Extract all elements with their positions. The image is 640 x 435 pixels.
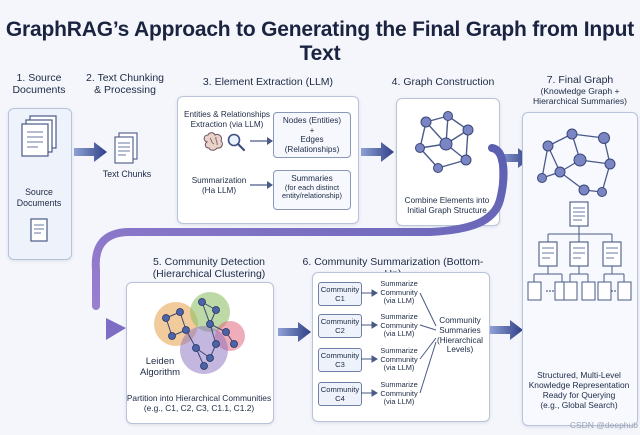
step7-caption-line1: Structured, Multi-Level — [524, 370, 634, 380]
watermark: CSDN @deephub — [560, 420, 638, 430]
result-line2: Summaries — [434, 326, 486, 336]
step7-caption-line3: Ready for Querying — [524, 390, 634, 400]
summary-document-icon — [570, 202, 588, 226]
knowledge-graph-icon — [528, 116, 632, 360]
step7-caption-line4: (e.g., Global Search) — [524, 400, 634, 410]
step7-title-line1: 7. Final Graph — [524, 74, 636, 86]
result-line3: (Hierarchical — [434, 336, 486, 346]
step7-caption-line2: Knowledge Representation — [524, 380, 634, 390]
summarize-line3: (via LLM) — [376, 364, 422, 373]
final-graph-caption: Structured, Multi-Level Knowledge Repres… — [524, 370, 634, 410]
flow-arrow-icon — [490, 318, 524, 342]
step7-title: 7. Final Graph (Knowledge Graph + Hierar… — [524, 74, 636, 106]
summarize-line3: (via LLM) — [376, 398, 422, 407]
summarize-line3: (via LLM) — [376, 297, 422, 306]
summarize-line3: (via LLM) — [376, 330, 422, 339]
community-summaries-label: Community Summaries (Hierarchical Levels… — [434, 316, 486, 355]
step7-title-line2: (Knowledge Graph + — [524, 86, 636, 96]
result-line1: Community — [434, 316, 486, 326]
result-line4: Levels) — [434, 345, 486, 355]
step7-title-line3: Hierarchical Summaries) — [524, 96, 636, 106]
